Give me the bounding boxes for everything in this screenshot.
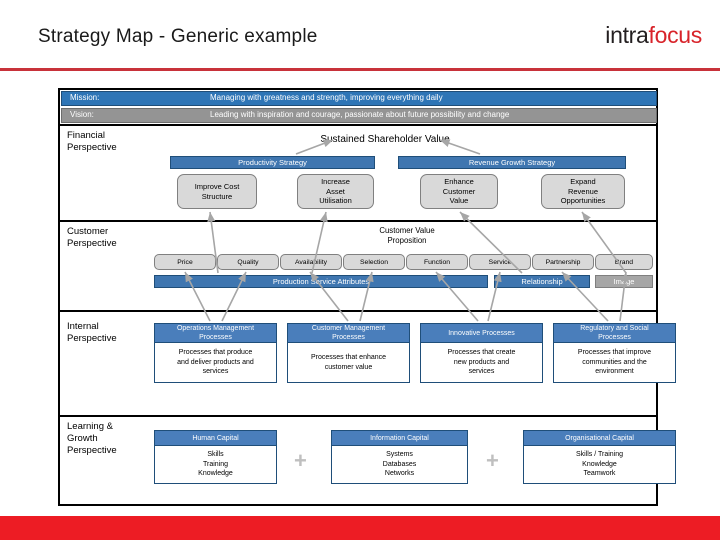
internal-process-title: Innovative Processes: [420, 323, 543, 343]
divider-customer-internal: [60, 310, 656, 312]
learning-capital-organisational[interactable]: Organisational Capital Skills / Training…: [523, 430, 676, 484]
customer-group-relationship[interactable]: Relationship: [494, 275, 590, 288]
internal-process-body: Processes that create new products and s…: [420, 343, 543, 383]
vision-label: Vision:: [70, 110, 94, 119]
perspective-label-learning: Learning & Growth Perspective: [67, 421, 117, 456]
mission-text: Managing with greatness and strength, im…: [210, 93, 443, 102]
divider-internal-learning: [60, 415, 656, 417]
customer-group-production-service-attributes[interactable]: Production Service Attributes: [154, 275, 488, 288]
internal-process-title: Regulatory and Social Processes: [553, 323, 676, 343]
header-divider-rule: [0, 68, 720, 71]
learning-capital-body: Skills / Training Knowledge Teamwork: [523, 446, 676, 484]
customer-attribute-availability[interactable]: Availability: [280, 254, 342, 270]
learning-capital-title: Information Capital: [331, 430, 468, 446]
customer-attribute-partnership[interactable]: Partnership: [532, 254, 594, 270]
customer-attribute-selection[interactable]: Selection: [343, 254, 405, 270]
sustained-shareholder-value-label: Sustained Shareholder Value: [320, 134, 450, 145]
perspective-label-financial: Financial Perspective: [67, 130, 117, 153]
perspective-label-internal: Internal Perspective: [67, 321, 117, 344]
plus-connector-icon-1: +: [294, 448, 307, 473]
customer-attribute-quality[interactable]: Quality: [217, 254, 279, 270]
divider-above-financial: [60, 124, 656, 126]
perspective-label-customer: Customer Perspective: [67, 226, 117, 249]
divider-financial-customer: [60, 220, 656, 222]
internal-process-body: Processes that enhance customer value: [287, 343, 410, 383]
internal-process-body: Processes that produce and deliver produ…: [154, 343, 277, 383]
plus-connector-icon-2: +: [486, 448, 499, 473]
customer-attribute-function[interactable]: Function: [406, 254, 468, 270]
learning-capital-body: Systems Databases Networks: [331, 446, 468, 484]
logo-text-accent: focus: [648, 22, 703, 48]
strategy-bar-productivity[interactable]: Productivity Strategy: [170, 156, 375, 169]
mission-bar: Mission: Managing with greatness and str…: [61, 91, 657, 106]
learning-capital-information[interactable]: Information Capital Systems Databases Ne…: [331, 430, 468, 484]
footer-accent-bar: [0, 516, 720, 540]
strategy-bar-revenue-growth[interactable]: Revenue Growth Strategy: [398, 156, 626, 169]
internal-process-innovative[interactable]: Innovative Processes Processes that crea…: [420, 323, 543, 383]
customer-value-proposition-label: Customer Value Proposition: [379, 226, 435, 245]
learning-capital-title: Organisational Capital: [523, 430, 676, 446]
customer-attribute-price[interactable]: Price: [154, 254, 216, 270]
logo-text-primary: intra: [605, 22, 649, 48]
objective-improve-cost-structure[interactable]: Improve Cost Structure: [177, 174, 257, 209]
vision-bar: Vision: Leading with inspiration and cou…: [61, 108, 657, 123]
learning-capital-human[interactable]: Human Capital Skills Training Knowledge: [154, 430, 277, 484]
customer-attribute-brand[interactable]: Brand: [595, 254, 653, 270]
mission-label: Mission:: [70, 93, 100, 102]
objective-increase-asset-utilisation[interactable]: Increase Asset Utilisation: [297, 174, 374, 209]
objective-expand-revenue-opportunities[interactable]: Expand Revenue Opportunities: [541, 174, 625, 209]
learning-capital-title: Human Capital: [154, 430, 277, 446]
customer-group-image[interactable]: Image: [595, 275, 653, 288]
vision-text: Leading with inspiration and courage, pa…: [210, 110, 510, 119]
page-title: Strategy Map - Generic example: [38, 26, 318, 47]
customer-attribute-service[interactable]: Service: [469, 254, 531, 270]
internal-process-body: Processes that improve communities and t…: [553, 343, 676, 383]
learning-capital-body: Skills Training Knowledge: [154, 446, 277, 484]
internal-process-title: Customer Management Processes: [287, 323, 410, 343]
internal-process-title: Operations Management Processes: [154, 323, 277, 343]
internal-process-customer-management[interactable]: Customer Management Processes Processes …: [287, 323, 410, 383]
strategy-map-board: Mission: Managing with greatness and str…: [58, 88, 676, 506]
internal-process-operations-management[interactable]: Operations Management Processes Processe…: [154, 323, 277, 383]
objective-enhance-customer-value[interactable]: Enhance Customer Value: [420, 174, 498, 209]
internal-process-regulatory-social[interactable]: Regulatory and Social Processes Processe…: [553, 323, 676, 383]
intrafocus-logo: intrafocus: [605, 22, 702, 49]
